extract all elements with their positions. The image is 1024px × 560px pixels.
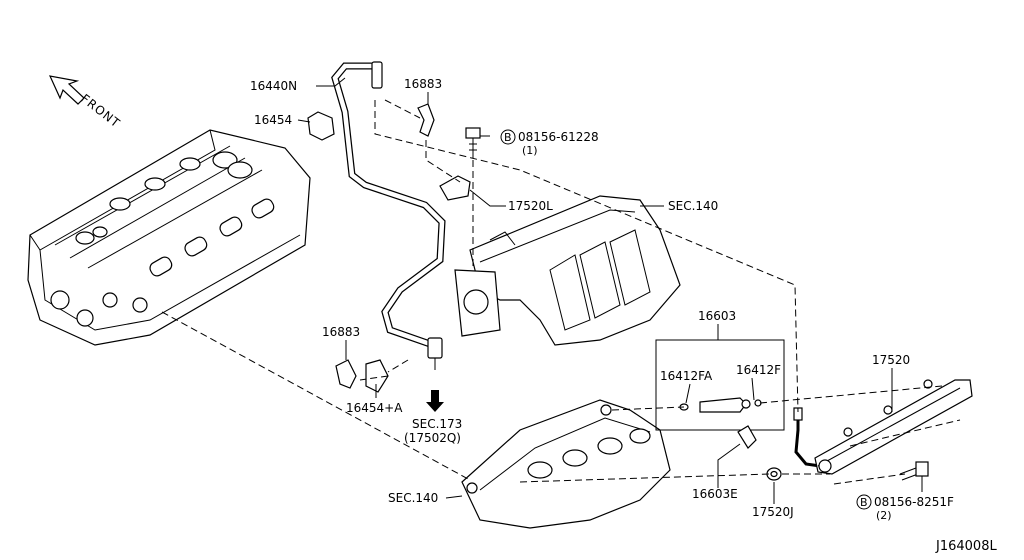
label-17520J: 17520J (752, 505, 794, 519)
intake-manifold-lower-drawing (461, 399, 671, 529)
label-16883-top: 16883 (404, 77, 442, 91)
bolt-bottom-drawing (899, 461, 929, 481)
label-16603E: 16603E (692, 487, 738, 501)
front-arrow-icon (48, 75, 85, 105)
label-bolt-top-code: 08156-61228 (518, 130, 599, 144)
bolt-top-drawing (465, 127, 481, 158)
clip-16883-bottom-drawing (335, 359, 389, 393)
bolt-prefix-top: B (504, 131, 512, 144)
label-sec173: SEC.173 (412, 417, 462, 431)
front-label: FRONT (78, 91, 123, 130)
label-16412F: 16412F (736, 363, 781, 377)
bolt-symbol-top-icon (500, 129, 516, 145)
label-17520: 17520 (872, 353, 910, 367)
label-16412FA: 16412FA (660, 369, 713, 383)
pcv-hose-drawing (331, 61, 446, 370)
label-17520L: 17520L (508, 199, 553, 213)
label-16883-bottom: 16883 (322, 325, 360, 339)
fuel-tube-drawing (793, 407, 821, 468)
seal-17520J-drawing (766, 467, 782, 481)
label-bolt-top-qty: (1) (522, 144, 538, 157)
label-16454: 16454 (254, 113, 292, 127)
label-bolt-bottom-code: 08156-8251F (874, 495, 954, 509)
injector-group-box (655, 339, 785, 431)
dashed-reference-lines (161, 99, 961, 485)
label-sec173-sub: (17502Q) (404, 431, 461, 445)
label-16454A: 16454+A (346, 401, 403, 415)
label-16603: 16603 (698, 309, 736, 323)
injector-drawing (679, 397, 762, 449)
clip-16883-top-drawing (417, 103, 435, 137)
label-bolt-bottom-qty: (2) (876, 509, 892, 522)
clamp-16454-drawing (307, 111, 335, 141)
figure-code: J164008L (935, 539, 997, 554)
leader-lines (297, 77, 923, 504)
intake-collector-drawing (454, 195, 681, 346)
label-16440N: 16440N (250, 79, 297, 93)
bolt-symbol-bottom-icon (856, 494, 872, 510)
sec173-arrow-icon (426, 390, 444, 412)
label-sec140-bottom: SEC.140 (388, 491, 438, 505)
fuel-rail-drawing (814, 379, 973, 475)
bolt-prefix-bottom: B (860, 496, 868, 509)
label-sec140-top: SEC.140 (668, 199, 718, 213)
cylinder-head-drawing (27, 129, 311, 346)
bracket-17520L-drawing (439, 175, 471, 201)
